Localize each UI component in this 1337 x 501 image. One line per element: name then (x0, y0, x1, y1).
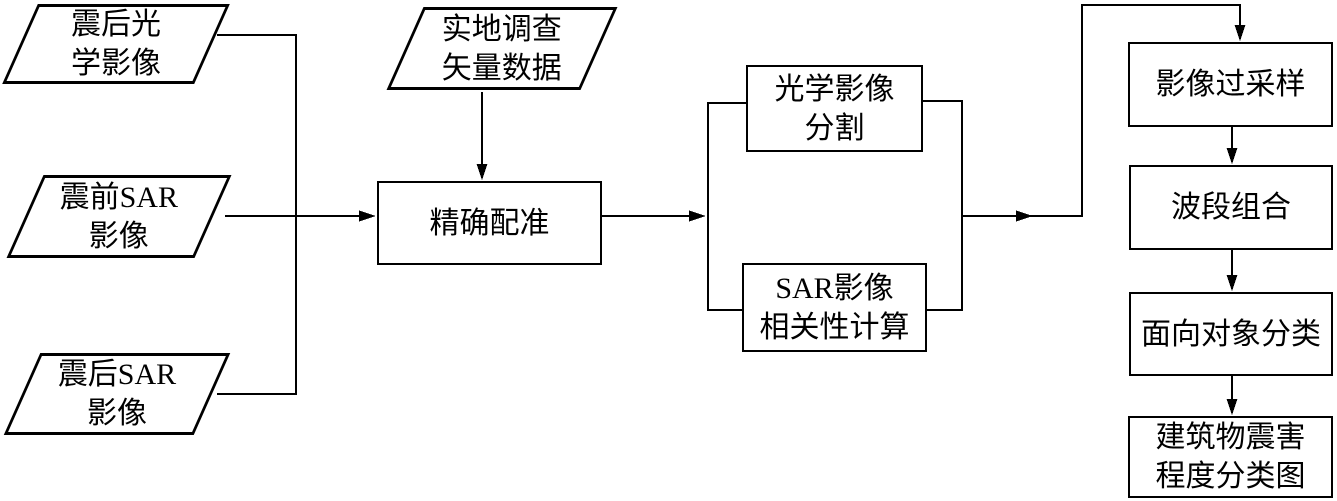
node-label: 震前SAR 影像 (59, 180, 179, 253)
node-sar-image-correlation: SAR影像 相关性计算 (742, 263, 927, 352)
node-label-wrap: 震后光 学影像 (23, 5, 209, 83)
node-post-earthquake-optical-imagery: 震后光 学影像 (2, 4, 230, 84)
arrowhead-into-branch (689, 210, 706, 222)
node-label: 面向对象分类 (1141, 317, 1321, 351)
node-label-wrap: 震前SAR 影像 (28, 178, 210, 256)
node-band-combination: 波段组合 (1129, 165, 1333, 250)
node-label: 波段组合 (1171, 191, 1291, 224)
node-label: 震后SAR 影像 (57, 358, 177, 430)
node-label: 建筑物震害 程度分类图 (1155, 421, 1306, 493)
node-label-wrap: 震后SAR 影像 (25, 355, 209, 433)
node-label: 影像过采样 (1155, 68, 1306, 101)
node-pre-earthquake-sar-imagery: 震前SAR 影像 (6, 175, 232, 258)
arrowhead-into-band (1226, 148, 1238, 164)
arrowhead-into-registration-top (476, 164, 488, 180)
node-field-survey-vector-data: 实地调查 矢量数据 (386, 7, 618, 90)
node-label-wrap: 实地调查 矢量数据 (408, 10, 596, 88)
arrowhead-into-registration (359, 210, 376, 222)
node-label: 实地调查 矢量数据 (442, 12, 562, 85)
node-post-earthquake-sar-imagery: 震后SAR 影像 (3, 353, 231, 435)
node-image-oversampling: 影像过采样 (1128, 42, 1333, 127)
arrowhead-merge-out (1016, 210, 1033, 222)
node-optical-image-segmentation: 光学影像 分割 (746, 65, 923, 152)
node-label: 光学影像 分割 (774, 72, 895, 145)
node-object-oriented-classification: 面向对象分类 (1129, 292, 1333, 376)
arrowhead-into-oversample (1234, 25, 1246, 41)
node-label: 精确配准 (429, 206, 550, 240)
node-precise-registration: 精确配准 (377, 181, 602, 265)
arrowhead-into-objclass (1226, 275, 1238, 291)
node-label: SAR影像 相关性计算 (759, 271, 910, 344)
arrowhead-into-damagemap (1226, 399, 1238, 415)
node-building-damage-classification-map: 建筑物震害 程度分类图 (1128, 416, 1333, 498)
node-label: 震后光 学影像 (71, 8, 161, 80)
